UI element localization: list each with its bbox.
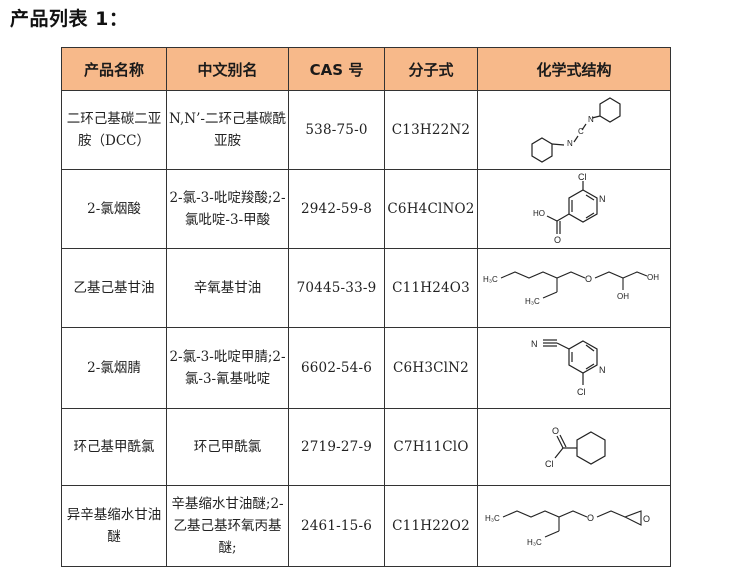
page-heading: 产品列表 1： [10,8,129,30]
cas-cell: 2719-27-9 [288,408,385,486]
formula-cell: C13H22N2 [384,90,478,170]
table-row: 二环己基碳二亚胺（DCC） N,N’-二环己基碳酰亚胺 538-75-0 C13… [61,90,671,170]
ehg-o-label: O [585,274,592,284]
2-chloronicotinonitrile-structure-icon: N N Cl [531,339,606,397]
product-name-cell: 二环己基碳二亚胺（DCC） [61,90,167,170]
structure-cell: H₃C O O H₃C [477,485,671,567]
formula-cell: C6H3ClN2 [384,327,478,409]
structure-cell: H₃C O OH OH H₃C [477,248,671,328]
cna-cl-label: Cl [578,172,587,182]
alias-cell: 2-氯-3-吡啶甲腈;2-氯-3-氰基吡啶 [166,327,289,409]
cna-o-label: O [554,235,561,245]
dcc-structure-icon: N C N [531,97,621,163]
ccn-n-ring-label: N [599,365,606,375]
formula-cell: C6H4ClNO2 [384,169,478,249]
cas-cell: 70445-33-9 [288,248,385,328]
ehg-h3c-bottom-label: H₃C [525,297,540,306]
cyclohexanecarbonyl-chloride-structure-icon: O Cl [545,426,606,469]
structure-cell: O Cl [477,408,671,486]
alias-cell: 辛基缩水甘油醚;2-乙基己基环氧丙基醚; [166,485,289,567]
ehg-oh-bottom-label: OH [617,292,629,301]
cna-n-label: N [599,194,606,204]
ehge-h3c-bottom-label: H₃C [527,538,542,547]
column-header-product-name: 产品名称 [61,47,167,91]
table-row: 环己基甲酰氯 环己甲酰氯 2719-27-9 C7H11ClO O Cl [61,408,671,486]
product-table: 产品名称 中文别名 CAS 号 分子式 化学式结构 二环己基碳二亚胺（DCC） … [61,47,671,567]
product-name-cell: 乙基己基甘油 [61,248,167,328]
product-name-cell: 2-氯烟酸 [61,169,167,249]
formula-cell: C11H24O3 [384,248,478,328]
cna-ho-label: HO [533,209,545,218]
chcl-o-label: O [552,426,559,436]
ccn-n-nitrile-label: N [531,339,538,349]
dcc-n1-label: N [588,115,594,124]
alias-cell: 环己甲酰氯 [166,408,289,486]
ehge-o-ether-label: O [587,513,594,523]
ehge-o-epoxide-label: O [643,514,650,524]
cas-cell: 538-75-0 [288,90,385,170]
alias-cell: N,N’-二环己基碳酰亚胺 [166,90,289,170]
product-name-cell: 2-氯烟腈 [61,327,167,409]
structure-cell: Cl N HO O [477,169,671,249]
formula-cell: C11H22O2 [384,485,478,567]
ehg-h3c-top-label: H₃C [483,275,498,284]
alias-cell: 辛氧基甘油 [166,248,289,328]
ehge-h3c-top-label: H₃C [485,514,500,523]
column-header-chinese-alias: 中文别名 [166,47,289,91]
cas-cell: 2461-15-6 [288,485,385,567]
ethylhexylglycerin-structure-icon: H₃C O OH OH H₃C [483,271,659,306]
dcc-n2-label: N [567,139,573,148]
structure-cell: N C N [477,90,671,170]
table-row: 2-氯烟腈 2-氯-3-吡啶甲腈;2-氯-3-氰基吡啶 6602-54-6 C6… [61,327,671,409]
table-row: 异辛基缩水甘油醚 辛基缩水甘油醚;2-乙基己基环氧丙基醚; 2461-15-6 … [61,485,671,567]
cas-cell: 2942-59-8 [288,169,385,249]
ethylhexyl-glycidyl-ether-structure-icon: H₃C O O H₃C [485,510,650,547]
column-header-formula: 分子式 [384,47,478,91]
2-chloronicotinic-acid-structure-icon: Cl N HO O [533,172,606,245]
table-row: 乙基己基甘油 辛氧基甘油 70445-33-9 C11H24O3 H₃C O O… [61,248,671,328]
alias-cell: 2-氯-3-吡啶羧酸;2-氯吡啶-3-甲酸 [166,169,289,249]
cas-cell: 6602-54-6 [288,327,385,409]
ehg-oh-right-label: OH [647,273,659,282]
table-row: 2-氯烟酸 2-氯-3-吡啶羧酸;2-氯吡啶-3-甲酸 2942-59-8 C6… [61,169,671,249]
product-name-cell: 异辛基缩水甘油醚 [61,485,167,567]
dcc-c-label: C [578,127,584,136]
product-name-cell: 环己基甲酰氯 [61,408,167,486]
chcl-cl-label: Cl [545,459,554,469]
table-header-row: 产品名称 中文别名 CAS 号 分子式 化学式结构 [61,47,671,91]
column-header-structure: 化学式结构 [477,47,671,91]
structure-cell: N N Cl [477,327,671,409]
ccn-cl-label: Cl [577,387,586,397]
column-header-cas: CAS 号 [288,47,385,91]
formula-cell: C7H11ClO [384,408,478,486]
